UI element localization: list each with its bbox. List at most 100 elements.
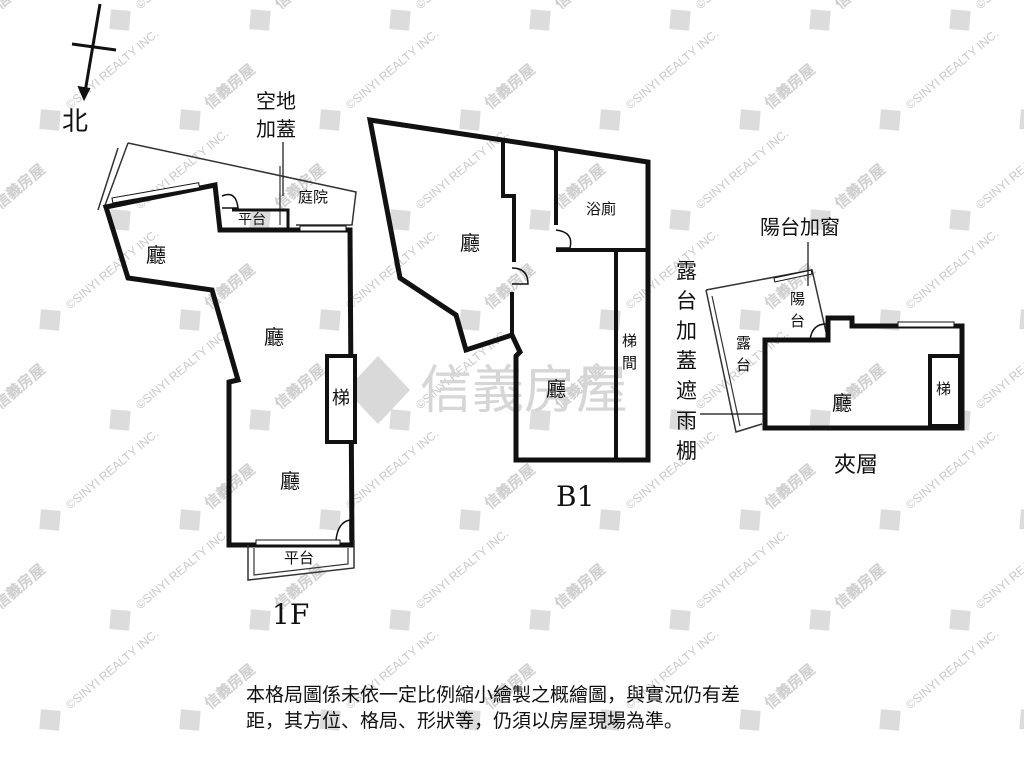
- watermark-logo-icon: [669, 609, 691, 631]
- watermark-text: ©SINYI REALTY INC.: [623, 26, 721, 112]
- watermark-tile: ©SINYI REALTY INC.: [879, 626, 1001, 731]
- watermark-tile: ©SINYI REALTY INC.: [669, 526, 791, 631]
- watermark-logo-icon: [599, 709, 621, 731]
- watermark-logo-icon: [529, 609, 551, 631]
- watermark-logo-icon: [809, 409, 831, 431]
- watermark-tile: ©SINYI REALTY INC.: [669, 0, 791, 31]
- b1-stairwell-label-2: 間: [622, 354, 637, 372]
- floor-mezzanine-plan: 廳 梯 露 台 陽 台 陽台加窗 夾層: [700, 215, 965, 478]
- watermark-logo-icon: [459, 109, 481, 131]
- watermark-text: ©SINYI REALTY INC.: [903, 226, 1001, 312]
- watermark-tile: 信義房屋: [809, 0, 889, 31]
- watermark-tile: 信義房屋: [0, 360, 49, 412]
- brand-watermark: 信義房屋: [346, 356, 628, 424]
- watermark-tile: 信義房屋: [0, 0, 49, 13]
- watermark-text: ©SINYI REALTY INC.: [63, 226, 161, 312]
- watermark-tile: ©SINYI REALTY INC.: [39, 26, 161, 131]
- watermark-logo-icon: [249, 209, 271, 231]
- north-compass: [71, 3, 117, 102]
- watermark-logo-icon: [879, 109, 901, 131]
- watermark-tile: 信義房屋: [249, 360, 329, 431]
- watermark-tile: ©SINYI REALTY INC.: [39, 426, 161, 531]
- b1-bathroom-label: 浴廁: [586, 200, 616, 218]
- watermark-logo-icon: [389, 609, 411, 631]
- watermark-text: 信義房屋: [551, 560, 609, 612]
- mz-balcony-label-2: 台: [790, 312, 805, 330]
- watermark-tile: 信義房屋: [459, 60, 539, 131]
- watermark-logo-icon: [319, 309, 341, 331]
- watermark-logo-icon: [599, 509, 621, 531]
- watermark-text: 信義房屋: [271, 0, 329, 13]
- b1-stairwell-label-1: 梯: [622, 332, 637, 350]
- watermark-logo-icon: [249, 9, 271, 31]
- compass-needle: [82, 3, 102, 99]
- watermark-text: 信義房屋: [761, 460, 819, 512]
- 1f-annotation-line2: 加蓋: [256, 117, 296, 141]
- watermark-logo-icon: [179, 509, 201, 531]
- watermark-tile: ©SINYI REALTY INC.: [389, 526, 511, 631]
- 1f-hall-top-label: 廳: [146, 243, 166, 267]
- watermark-logo-icon: [809, 609, 831, 631]
- watermark-text: 信義房屋: [831, 160, 889, 212]
- watermark-tile: 信義房屋: [179, 460, 259, 531]
- watermark-logo-icon: [879, 309, 901, 331]
- watermark-tile: 信義房屋: [739, 60, 819, 131]
- b1-hall-left-label: 廳: [460, 231, 480, 255]
- watermark-logo-icon: [809, 209, 831, 231]
- b1-floor-title: B1: [556, 480, 594, 513]
- watermark-logo-icon: [529, 409, 551, 431]
- brand-watermark-text: 信義房屋: [420, 361, 628, 421]
- 1f-added-structure-outline: [97, 142, 357, 226]
- mz-hall-label: 廳: [832, 391, 852, 415]
- watermark-tile: ©SINYI REALTY INC.: [599, 26, 721, 131]
- 1f-courtyard-label: 庭院: [298, 188, 328, 206]
- watermark-logo-icon: [669, 209, 691, 231]
- b1-annotation-char: 棚: [676, 439, 697, 463]
- watermark-tile: 信義房屋: [1019, 709, 1024, 731]
- mz-stair-box: [928, 354, 962, 428]
- watermark-logo-icon: [739, 509, 761, 531]
- 1f-window-bottom: [255, 539, 341, 546]
- mz-annotation: 陽台加窗: [760, 215, 840, 239]
- b1-annotation-char: 遮: [676, 379, 697, 403]
- watermark-tile: ©SINYI REALTY INC.: [319, 226, 441, 331]
- watermark-tile: 信義房屋: [1019, 509, 1024, 531]
- watermark-tile: ©SINYI REALTY INC.: [879, 26, 1001, 131]
- watermark-text: 信義房屋: [551, 0, 609, 13]
- mz-balcony-label-1: 陽: [790, 290, 805, 308]
- b1-hall-right-label: 廳: [546, 377, 566, 401]
- watermark-logo-icon: [389, 209, 411, 231]
- watermark-logo-icon: [879, 509, 901, 531]
- watermark-tile: ©SINYI REALTY INC.: [599, 226, 721, 331]
- watermark-text: 信義房屋: [201, 260, 259, 312]
- watermark-tile: 信義房屋: [529, 160, 609, 231]
- watermark-logo-icon: [739, 709, 761, 731]
- watermark-logo-icon: [459, 709, 481, 731]
- watermark-tile: 信義房屋: [0, 160, 49, 212]
- 1f-stair-box: [325, 354, 357, 444]
- watermark-tile: 信義房屋: [529, 560, 609, 631]
- 1f-platform-top-label: 平台: [238, 212, 266, 228]
- watermark-text: 信義房屋: [831, 0, 889, 13]
- watermark-tile: ©SINYI REALTY INC.: [599, 426, 721, 531]
- watermark-logo-icon: [319, 709, 341, 731]
- watermark-text: 信義房屋: [201, 60, 259, 112]
- mz-floor-title: 夾層: [834, 453, 878, 478]
- watermark-text: 信義房屋: [271, 360, 329, 412]
- watermark-logo-icon: [739, 109, 761, 131]
- watermark-logo-icon: [739, 309, 761, 331]
- mz-terrace-outline-inner: [711, 295, 741, 427]
- b1-outer-wall: [366, 117, 651, 463]
- watermark-logo-icon: [249, 409, 271, 431]
- watermark-tile: 信義房屋: [0, 560, 49, 612]
- watermark-text: ©SINYI REALTY INC.: [623, 426, 721, 512]
- watermark-logo-icon: [109, 209, 131, 231]
- watermark-tile: 信義房屋: [739, 460, 819, 531]
- watermark-text: ©SINYI REALTY INC.: [903, 26, 1001, 112]
- b1-door-swing-2: [511, 267, 529, 285]
- watermark-tile: ©SINYI REALTY INC.: [389, 0, 511, 31]
- mz-window-balcony: [773, 269, 813, 283]
- watermark-text: 信義房屋: [481, 260, 539, 312]
